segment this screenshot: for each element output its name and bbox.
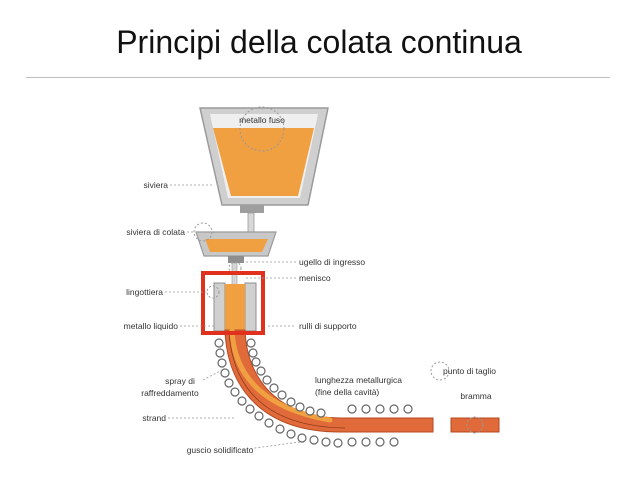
label-metallo-fuso: metallo fuso <box>239 115 285 125</box>
title-divider <box>26 77 610 78</box>
label-siviera-di-colata: siviera di colata <box>126 227 185 237</box>
molten-metal-ladle <box>213 128 314 196</box>
label-metallo-liquido: metallo liquido <box>124 321 179 331</box>
support-rollers <box>214 338 413 448</box>
ladle <box>199 106 329 206</box>
label-siviera: siviera <box>143 180 168 190</box>
label-spray-line1: spray di <box>165 376 195 386</box>
label-bramma: bramma <box>460 391 491 401</box>
label-strand: strand <box>142 413 166 423</box>
slab <box>450 417 500 433</box>
label-spray-line2: raffreddamento <box>141 388 199 398</box>
label-lunghezza-line2: (fine della cavità) <box>315 387 379 397</box>
label-ugello-di-ingresso: ugello di ingresso <box>299 257 365 267</box>
label-lingottiera: lingottiera <box>126 287 163 297</box>
leader-lines <box>165 184 301 451</box>
label-lunghezza-line1: lunghezza metallurgica <box>315 375 402 385</box>
label-guscio-solidificato: guscio solidificato <box>187 445 254 455</box>
label-punto-di-taglio: punto di taglio <box>443 366 496 376</box>
mould-highlight-box <box>201 271 265 335</box>
label-menisco: menisco <box>299 273 331 283</box>
tundish <box>193 222 277 257</box>
mould <box>206 282 257 332</box>
metallo-fuso-marker <box>239 106 285 152</box>
label-rulli-di-supporto: rulli di supporto <box>299 321 357 331</box>
slide-title: Principi della colata continua <box>116 24 522 60</box>
ladle-shroud <box>240 205 264 236</box>
molten-metal-tundish <box>205 239 268 252</box>
